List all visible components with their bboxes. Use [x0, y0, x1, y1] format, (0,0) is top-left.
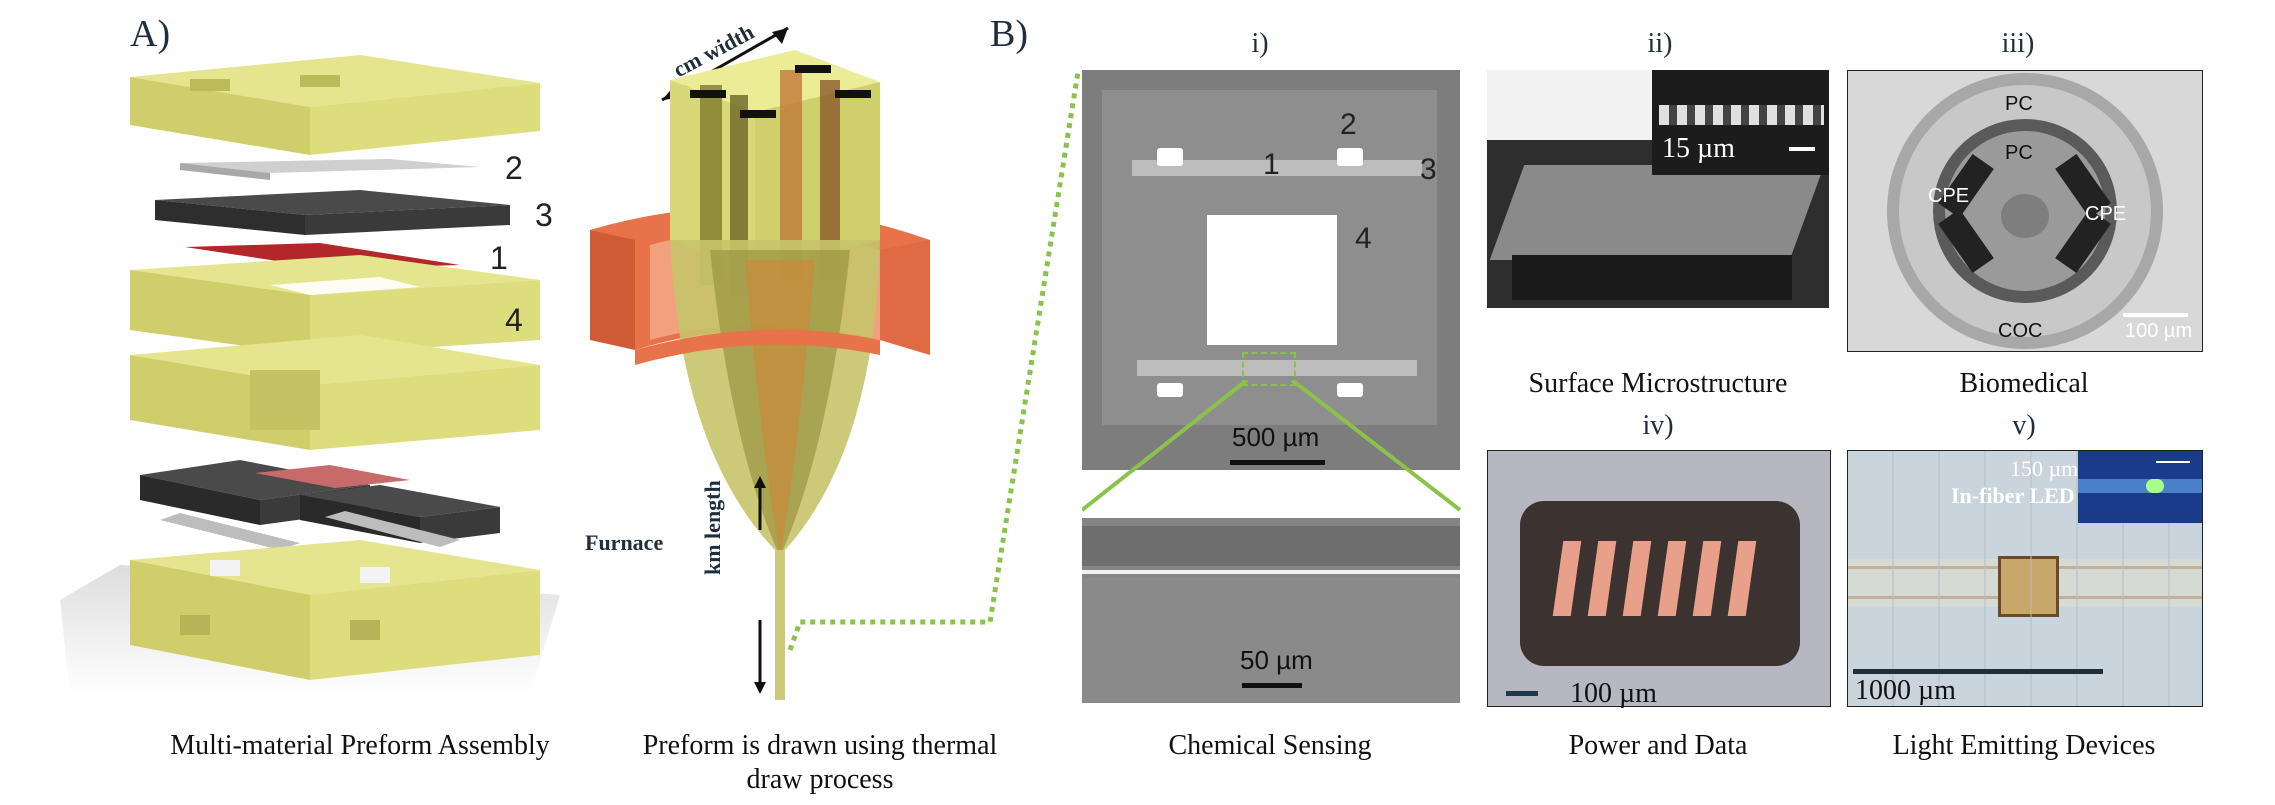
label-pc-inner: PC	[2005, 142, 2033, 164]
label-pc-outer: PC	[2005, 93, 2033, 115]
numeral-ii: ii)	[1647, 28, 1673, 59]
label-layer-1: 1	[490, 240, 508, 276]
numeral-v: v)	[2012, 410, 2036, 441]
sem-label-2: 2	[1340, 108, 1357, 141]
preform-assembly-diagram	[60, 55, 560, 695]
caption-draw-process-2: draw process	[746, 764, 894, 795]
numeral-i: i)	[1251, 28, 1269, 59]
label-cpe-left: CPE	[1928, 185, 1970, 207]
caption-draw-process-1: Preform is drawn using thermal	[642, 730, 998, 761]
label-cpe-right: CPE	[2085, 203, 2127, 225]
numeral-iii: iii)	[2001, 28, 2035, 59]
caption-preform-assembly: Multi-material Preform Assembly	[170, 730, 550, 761]
power-data-scale: 100 µm	[1570, 678, 1657, 709]
numeral-iv: iv)	[1642, 410, 1674, 441]
sem-label-4: 4	[1355, 222, 1372, 255]
caption-biomedical: Biomedical	[1959, 368, 2089, 399]
sem-scale-50: 50 µm	[1240, 645, 1313, 675]
label-layer-4: 4	[505, 302, 523, 338]
surface-scale: 15 µm	[1662, 133, 1735, 164]
sem-scale-500: 500 µm	[1232, 422, 1320, 452]
biomedical-scale: 100 µm	[2125, 320, 2193, 342]
label-layer-3: 3	[535, 197, 553, 233]
sem-surface-image	[1487, 70, 1829, 308]
label-layer-2: 2	[505, 150, 523, 186]
km-length-label: km length	[700, 480, 725, 575]
light-emitting-image	[1847, 450, 2203, 707]
furnace-label: Furnace	[585, 530, 664, 555]
panel-a-letter: A)	[130, 13, 171, 55]
led-inset-label: In-fiber LED	[1951, 483, 2075, 508]
slab-top	[130, 55, 540, 155]
connector-dashed	[787, 71, 1081, 651]
label-coc: COC	[1998, 320, 2043, 342]
slab-window	[130, 255, 540, 355]
sem-label-1: 1	[1263, 148, 1280, 181]
caption-light-emitting: Light Emitting Devices	[1892, 730, 2156, 761]
sem-label-3: 3	[1420, 153, 1437, 186]
sem-image-top	[1082, 70, 1460, 470]
caption-surface-microstructure: Surface Microstructure	[1528, 368, 1788, 399]
led-inset-scale: 150 µm	[2010, 456, 2079, 481]
slab-middle	[130, 335, 540, 450]
biomedical-fiber-image	[1847, 70, 2203, 352]
panel-b-letter: B)	[990, 13, 1028, 55]
led-scale: 1000 µm	[1855, 675, 1956, 706]
slab-bottom	[130, 540, 540, 680]
caption-power-data: Power and Data	[1568, 730, 1748, 761]
sem-image-bottom	[1082, 518, 1460, 703]
power-data-image	[1487, 450, 1831, 707]
zoom-lines	[1082, 380, 1462, 512]
draw-tower-diagram	[590, 26, 930, 700]
caption-chemical-sensing: Chemical Sensing	[1168, 730, 1372, 761]
